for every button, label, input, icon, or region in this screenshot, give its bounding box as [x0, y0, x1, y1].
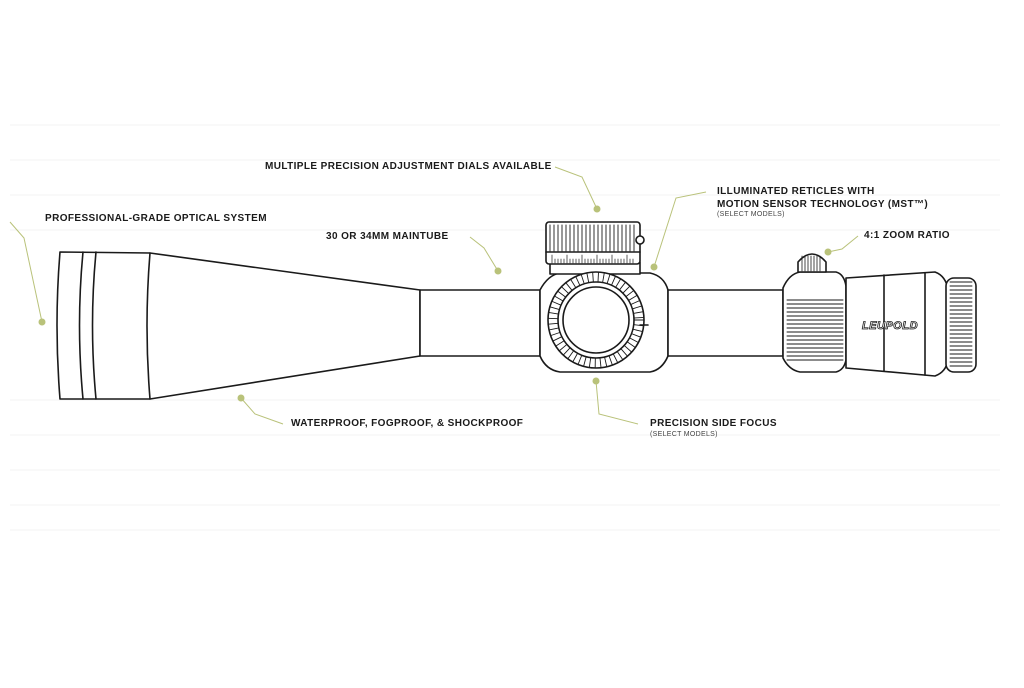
callout-reticles-note: (SELECT MODELS): [717, 211, 928, 220]
callout-line-waterproof: [241, 398, 283, 424]
objective-bell: [57, 252, 420, 399]
elevation-turret-screw: [636, 236, 644, 244]
callout-side-focus: PRECISION SIDE FOCUS (SELECT MODELS): [650, 418, 777, 439]
callout-reticles-line-2: MOTION SENSOR TECHNOLOGY (MST™): [717, 199, 928, 212]
main-tube-rear: [668, 290, 783, 356]
side-focus-knob-cap: [563, 287, 629, 353]
callout-dot-waterproof: [238, 395, 245, 402]
callout-line-side-focus: [596, 381, 638, 424]
callout-side-focus-note: (SELECT MODELS): [650, 431, 777, 440]
callout-dot-maintube: [495, 268, 502, 275]
callout-line-adjustment-dials: [555, 167, 597, 209]
callout-dot-reticles: [651, 264, 658, 271]
callout-dot-zoom: [825, 249, 832, 256]
callout-line-maintube: [470, 237, 498, 271]
callout-line-zoom: [828, 236, 858, 252]
main-tube-front: [420, 290, 540, 356]
callout-optical-system: PROFESSIONAL-GRADE OPTICAL SYSTEM: [45, 213, 267, 226]
callout-line-optical-system: [10, 222, 42, 322]
callout-zoom: 4:1 ZOOM RATIO: [864, 230, 950, 243]
power-ring: [783, 272, 846, 372]
scope-brand-logo: LEUPOLD: [862, 320, 918, 332]
callout-maintube: 30 OR 34MM MAINTUBE: [326, 231, 449, 244]
callout-adjustment-dials: MULTIPLE PRECISION ADJUSTMENT DIALS AVAI…: [265, 161, 552, 174]
illumination-knob-grip: [802, 256, 820, 271]
callout-dot-adjustment-dials: [594, 206, 601, 213]
callout-side-focus-title: PRECISION SIDE FOCUS: [650, 418, 777, 431]
callout-dot-side-focus: [593, 378, 600, 385]
callout-reticles: ILLUMINATED RETICLES WITH MOTION SENSOR …: [717, 186, 928, 220]
callout-reticles-line-1: ILLUMINATED RETICLES WITH: [717, 186, 928, 199]
knurl-line: [598, 272, 599, 282]
knurl-line: [634, 317, 644, 318]
callout-dot-optical-system: [39, 319, 46, 326]
callout-waterproof: WATERPROOF, FOGPROOF, & SHOCKPROOF: [291, 418, 523, 431]
